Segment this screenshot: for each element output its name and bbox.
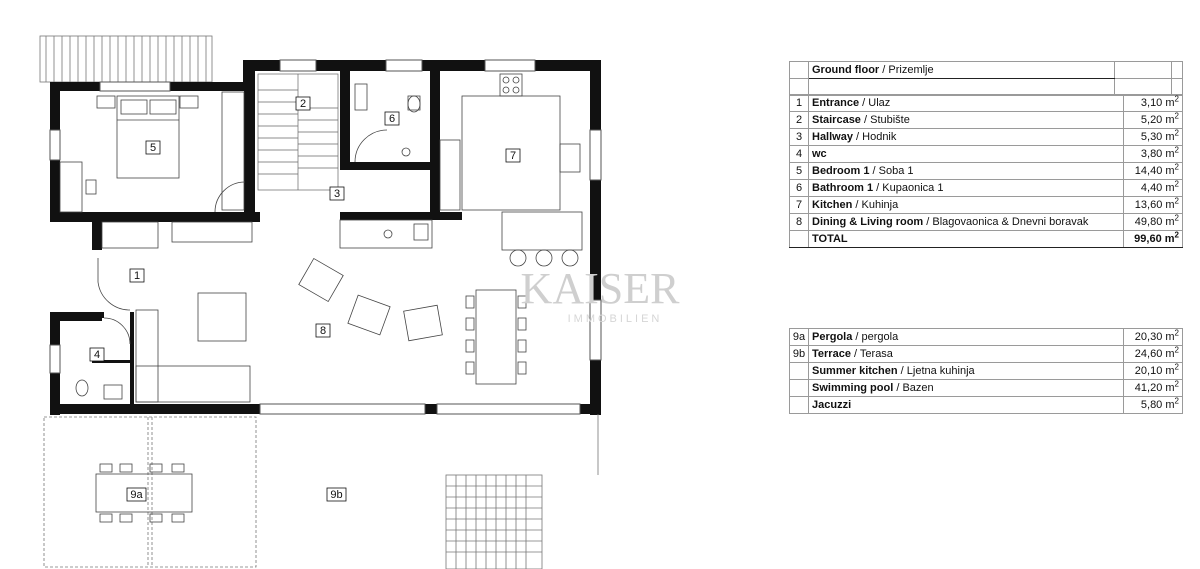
svg-text:2: 2: [300, 98, 306, 110]
room-label-9b: 9b: [326, 487, 347, 502]
row-number: [789, 362, 809, 380]
row-label: Pergola / pergola: [808, 328, 1124, 346]
row-label: Terrace / Terasa: [808, 345, 1124, 363]
floor-plan: KAISER IMMOBILIEN 5 2 6 7 3 1 8 4 9a 9b: [39, 35, 681, 569]
row-area: 20,30 m2: [1123, 328, 1183, 346]
row-label: Bathroom 1 / Kupaonica 1: [808, 179, 1124, 197]
row-number: 8: [789, 213, 809, 231]
row-number: 2: [789, 111, 809, 129]
wc-fixtures: [75, 317, 131, 400]
ground-floor-table: Ground floor / Prizemlje: [789, 61, 1183, 96]
bedroom-furniture: [59, 91, 245, 213]
bathroom-fixtures: [354, 83, 421, 163]
row-number: [789, 230, 809, 248]
row-label: TOTAL: [808, 230, 1124, 248]
room-label-8: 8: [315, 323, 331, 338]
interior-walls: [92, 70, 462, 412]
hallway-storage: [97, 181, 433, 311]
pergola: [43, 416, 257, 568]
row-area: 41,20 m2: [1123, 379, 1183, 397]
room-label-3: 3: [329, 186, 345, 201]
row-label: Dining & Living room / Blagovaonica & Dn…: [808, 213, 1124, 231]
row-number: 6: [789, 179, 809, 197]
svg-text:8: 8: [320, 325, 326, 337]
row-number: 4: [789, 145, 809, 163]
row-area: 3,10 m2: [1123, 94, 1183, 112]
svg-text:3: 3: [334, 188, 340, 200]
row-number: [789, 396, 809, 414]
svg-text:4: 4: [94, 349, 100, 361]
watermark-brand: KAISER: [521, 264, 681, 313]
row-area: 3,80 m2: [1123, 145, 1183, 163]
row-number: 1: [789, 94, 809, 112]
svg-text:5: 5: [150, 142, 156, 154]
svg-text:1: 1: [134, 270, 140, 282]
room-label-7: 7: [505, 148, 521, 163]
exterior-stair-bottom: [445, 474, 543, 569]
row-label: Bedroom 1 / Soba 1: [808, 162, 1124, 180]
room-label-6: 6: [384, 111, 400, 126]
ground-floor-title: Ground floor / Prizemlje: [808, 61, 1115, 79]
kitchen-fixtures: [439, 73, 583, 267]
dining-table-outdoor: [95, 463, 193, 523]
room-label-2: 2: [295, 96, 311, 111]
row-area: 5,80 m2: [1123, 396, 1183, 414]
table-spacer-row: [789, 78, 1183, 96]
row-label: Hallway / Hodnik: [808, 128, 1124, 146]
row-label: Jacuzzi: [808, 396, 1124, 414]
row-area: 20,10 m2: [1123, 362, 1183, 380]
row-label: Swimming pool / Bazen: [808, 379, 1124, 397]
exterior-stair-top: [39, 35, 213, 83]
row-label: Entrance / Ulaz: [808, 94, 1124, 112]
row-area: 5,30 m2: [1123, 128, 1183, 146]
row-label: wc: [808, 145, 1124, 163]
row-number: 9a: [789, 328, 809, 346]
room-label-5: 5: [145, 140, 161, 155]
row-number: 7: [789, 196, 809, 214]
row-area: 49,80 m2: [1123, 213, 1183, 231]
row-area: 5,20 m2: [1123, 111, 1183, 129]
windows: [49, 59, 602, 415]
room-label-1: 1: [129, 268, 145, 283]
row-number: [789, 379, 809, 397]
watermark-sub: IMMOBILIEN: [568, 313, 663, 325]
svg-text:9b: 9b: [330, 489, 342, 501]
row-area: 24,60 m2: [1123, 345, 1183, 363]
living-furniture: [135, 257, 527, 403]
row-number: 5: [789, 162, 809, 180]
svg-text:7: 7: [510, 150, 516, 162]
row-area: 14,40 m2: [1123, 162, 1183, 180]
room-label-9a: 9a: [126, 487, 147, 502]
row-number: 3: [789, 128, 809, 146]
row-number: 9b: [789, 345, 809, 363]
row-label: Staircase / Stubište: [808, 111, 1124, 129]
staircase: [257, 73, 339, 191]
row-area: 99,60 m2: [1123, 230, 1183, 248]
room-label-4: 4: [89, 347, 105, 362]
svg-text:6: 6: [389, 113, 395, 125]
ground-floor-title-row: Ground floor / Prizemlje: [789, 61, 1183, 79]
row-label: Kitchen / Kuhinja: [808, 196, 1124, 214]
row-label: Summer kitchen / Ljetna kuhinja: [808, 362, 1124, 380]
row-area: 4,40 m2: [1123, 179, 1183, 197]
svg-text:9a: 9a: [130, 489, 143, 501]
row-area: 13,60 m2: [1123, 196, 1183, 214]
